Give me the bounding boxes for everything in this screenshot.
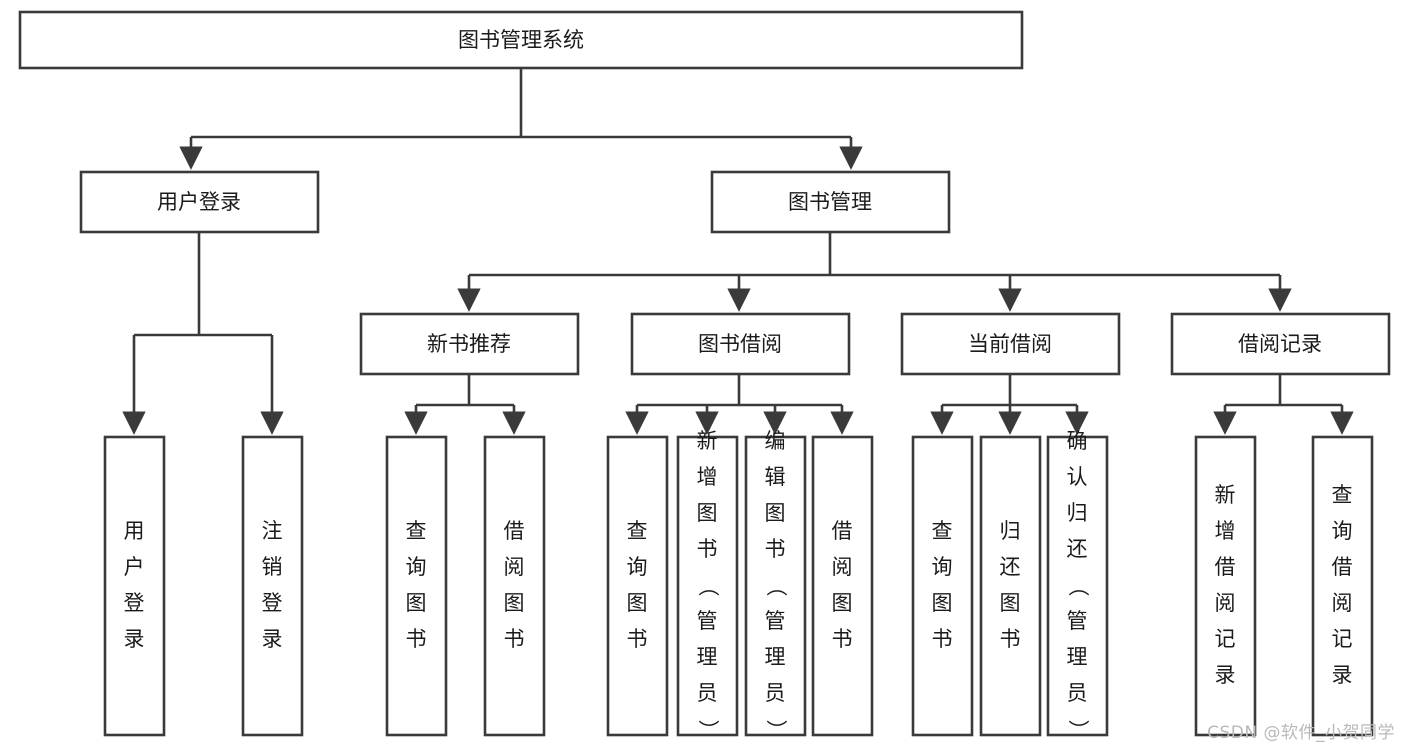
- leaf-add-book[interactable]: 新增图书管理员 （ ）: [676, 429, 739, 741]
- leaf-logout-label: 注销登录: [262, 519, 283, 651]
- leaf-query-book-3-label: 查询图书: [932, 519, 953, 651]
- leaf-logout-box[interactable]: [241, 435, 304, 737]
- leaf-user-login-label: 用户登录: [124, 519, 145, 651]
- edges-user-login-to-leaves: [122, 232, 284, 435]
- node-root-box[interactable]: [18, 10, 1024, 70]
- leaf-add-book-label: 新增图书管理员: [697, 429, 718, 705]
- edges-book-manage-to-level2: [457, 232, 1292, 312]
- edges-book-borrow-to-leaves: [625, 374, 854, 435]
- leaf-query-book-2[interactable]: 查询图书: [606, 435, 669, 737]
- leaf-edit-book[interactable]: 编辑图书管理员 （ ）: [744, 429, 807, 741]
- leaf-query-book-1-box[interactable]: [385, 435, 448, 737]
- leaf-query-book-2-label: 查询图书: [627, 519, 648, 651]
- node-book-manage[interactable]: 图书管理: [710, 170, 951, 234]
- node-borrow-record-label: 借阅记录: [1238, 332, 1322, 356]
- node-book-manage-label: 图书管理: [788, 190, 872, 214]
- edges-borrow-record-to-leaves: [1213, 374, 1354, 435]
- leaf-confirm-return-label: 确认归还管理员: [1067, 429, 1088, 705]
- node-book-borrow-box[interactable]: [630, 312, 851, 376]
- node-borrow-record[interactable]: 借阅记录: [1170, 312, 1391, 376]
- node-user-login-label: 用户登录: [157, 190, 241, 214]
- node-current-borrow[interactable]: 当前借阅: [900, 312, 1121, 376]
- leaf-query-book-2-box[interactable]: [606, 435, 669, 737]
- edges-current-borrow-to-leaves: [930, 374, 1089, 435]
- leaf-borrow-book-2-label: 借阅图书: [832, 519, 853, 651]
- node-new-book-rec-box[interactable]: [359, 312, 580, 376]
- leaf-confirm-return-box[interactable]: [1046, 435, 1109, 737]
- leaf-borrow-book-1[interactable]: 借阅图书: [483, 435, 546, 737]
- leaf-query-book-3[interactable]: 查询图书: [911, 435, 974, 737]
- node-current-borrow-label: 当前借阅: [968, 332, 1052, 356]
- edges-new-book-rec-to-leaves: [404, 374, 526, 435]
- leaf-query-book-3-box[interactable]: [911, 435, 974, 737]
- leaf-query-record[interactable]: 查询借阅记录: [1311, 435, 1374, 737]
- leaf-edit-book-label: 编辑图书管理员: [765, 429, 786, 705]
- node-root-label: 图书管理系统: [458, 28, 584, 52]
- svg-text:）: ）: [764, 720, 788, 741]
- node-new-book-rec[interactable]: 新书推荐: [359, 312, 580, 376]
- svg-text:（: （: [696, 576, 720, 597]
- leaf-logout[interactable]: 注销登录: [241, 435, 304, 737]
- node-book-manage-box[interactable]: [710, 170, 951, 234]
- leaf-query-record-box[interactable]: [1311, 435, 1374, 737]
- node-book-borrow[interactable]: 图书借阅: [630, 312, 851, 376]
- leaf-borrow-book-1-box[interactable]: [483, 435, 546, 737]
- leaf-borrow-book-2-box[interactable]: [811, 435, 874, 737]
- leaf-borrow-book-1-label: 借阅图书: [504, 519, 525, 651]
- leaf-return-book-label: 归还图书: [1000, 519, 1021, 651]
- leaf-add-record[interactable]: 新增借阅记录: [1194, 435, 1257, 737]
- leaf-borrow-book-2[interactable]: 借阅图书: [811, 435, 874, 737]
- leaf-edit-book-box[interactable]: [744, 435, 807, 737]
- node-user-login-box[interactable]: [79, 170, 320, 234]
- leaf-query-book-1[interactable]: 查询图书: [385, 435, 448, 737]
- csdn-watermark: CSDN @软件_小贺同学: [1207, 723, 1395, 743]
- leaf-user-login[interactable]: 用户登录: [103, 435, 166, 737]
- node-user-login[interactable]: 用户登录: [79, 170, 320, 234]
- leaf-query-record-label: 查询借阅记录: [1332, 483, 1353, 687]
- leaf-user-login-box[interactable]: [103, 435, 166, 737]
- node-new-book-rec-label: 新书推荐: [427, 332, 511, 356]
- leaf-query-book-1-label: 查询图书: [406, 519, 427, 651]
- node-book-borrow-label: 图书借阅: [698, 332, 782, 356]
- leaf-return-book-box[interactable]: [979, 435, 1042, 737]
- node-root[interactable]: 图书管理系统: [18, 10, 1024, 70]
- leaf-return-book[interactable]: 归还图书: [979, 435, 1042, 737]
- leaf-add-record-label: 新增借阅记录: [1215, 483, 1236, 687]
- leaf-confirm-return[interactable]: 确认归还管理员 （ ）: [1046, 429, 1109, 741]
- svg-text:）: ）: [1066, 720, 1090, 741]
- node-borrow-record-box[interactable]: [1170, 312, 1391, 376]
- edges-root-to-level1: [179, 68, 863, 170]
- svg-text:（: （: [764, 576, 788, 597]
- leaf-add-record-box[interactable]: [1194, 435, 1257, 737]
- leaf-add-book-box[interactable]: [676, 435, 739, 737]
- svg-text:（: （: [1066, 576, 1090, 597]
- svg-text:）: ）: [696, 720, 720, 741]
- node-current-borrow-box[interactable]: [900, 312, 1121, 376]
